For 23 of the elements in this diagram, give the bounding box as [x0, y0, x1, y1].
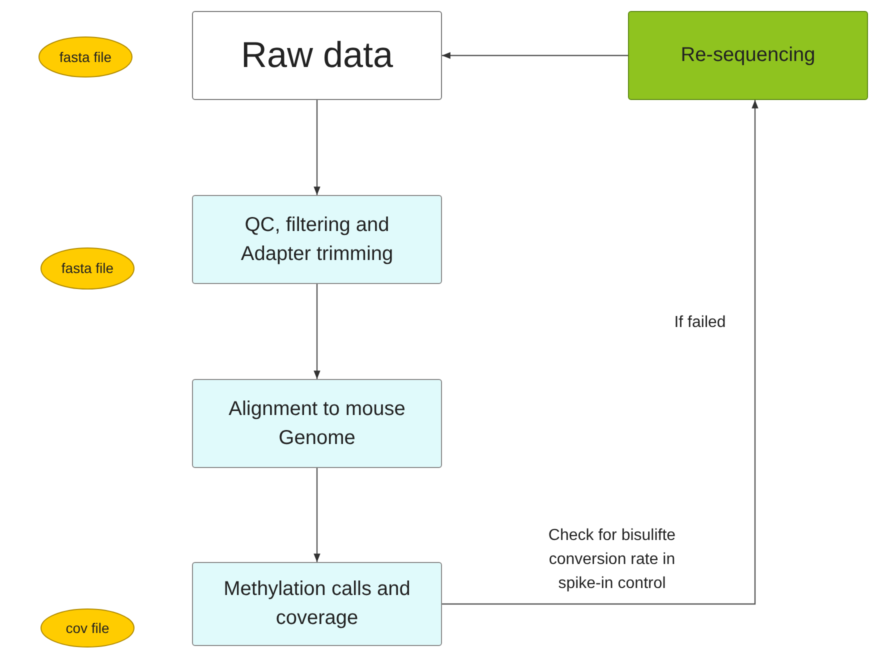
node-text: fasta file — [58, 48, 113, 67]
node-text: Raw data — [240, 33, 394, 78]
node-text: fasta file — [60, 259, 115, 278]
process-box — [192, 195, 442, 284]
node-text: Alignment to mouse Genome — [228, 396, 406, 450]
arrow — [442, 100, 758, 605]
arrow — [314, 284, 320, 379]
arrow — [314, 468, 320, 562]
file-ellipse — [40, 608, 135, 648]
node-text: QC, filtering and Adapter trimming — [240, 212, 394, 266]
process-box — [628, 11, 868, 100]
file-ellipse — [38, 36, 133, 78]
note-text: If failed — [673, 314, 727, 332]
edge-label: Check for bisulifte conversion rate in spike-in control — [547, 526, 677, 594]
node-text: cov file — [64, 618, 110, 638]
arrow — [442, 52, 628, 59]
process-box — [192, 11, 442, 100]
node-text: Methylation calls and coverage — [222, 577, 412, 631]
file-ellipse — [40, 247, 135, 290]
arrow — [314, 100, 320, 195]
process-box — [192, 379, 442, 468]
node-text: Re-sequencing — [680, 43, 816, 68]
process-box — [192, 562, 442, 646]
